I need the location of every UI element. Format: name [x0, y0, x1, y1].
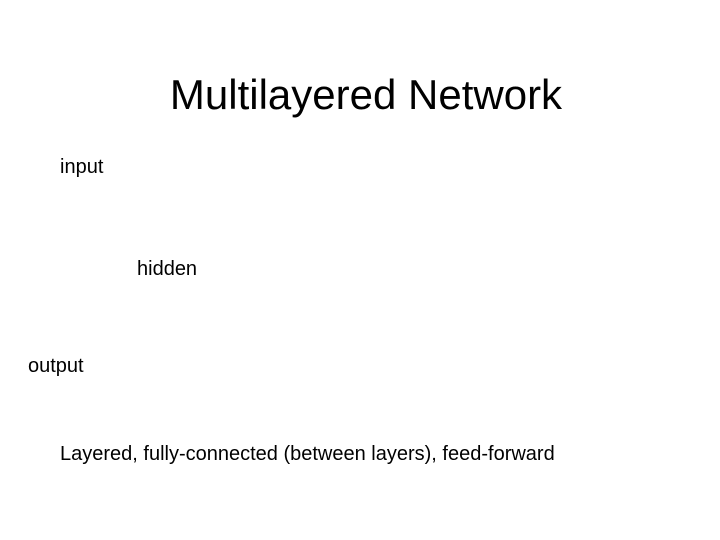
page-title: Multilayered Network	[169, 71, 563, 118]
layer-label-output: output	[28, 355, 84, 377]
network-diagram-area	[0, 130, 720, 430]
layer-label-input: input	[60, 156, 104, 178]
diagram-caption: Layered, fully-connected (between layers…	[60, 443, 555, 465]
layer-label-hidden: hidden	[137, 258, 198, 280]
